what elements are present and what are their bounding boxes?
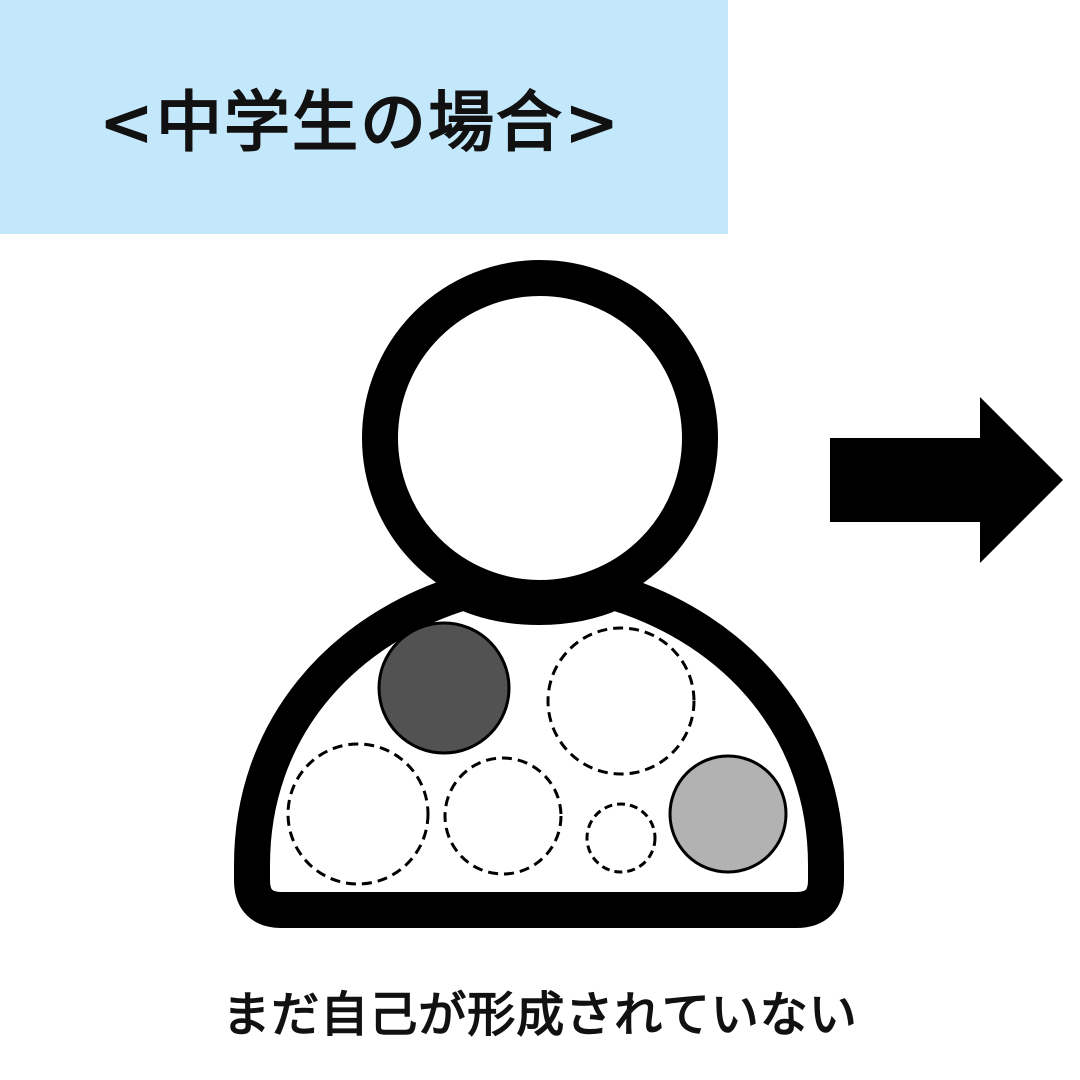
- filled-circle-light: [668, 754, 788, 874]
- person-head-icon: [362, 260, 718, 616]
- dashed-circle-small: [585, 802, 657, 874]
- dashed-circle: [546, 626, 696, 776]
- title: <中学生の場合>: [98, 84, 622, 161]
- dashed-circle: [443, 756, 563, 876]
- dashed-circle: [286, 742, 430, 886]
- filled-circle-dark: [377, 621, 511, 755]
- caption: まだ自己が形成されていない: [222, 987, 858, 1043]
- right-arrow-icon: [830, 397, 1063, 563]
- title-banner: <中学生の場合>: [0, 0, 728, 234]
